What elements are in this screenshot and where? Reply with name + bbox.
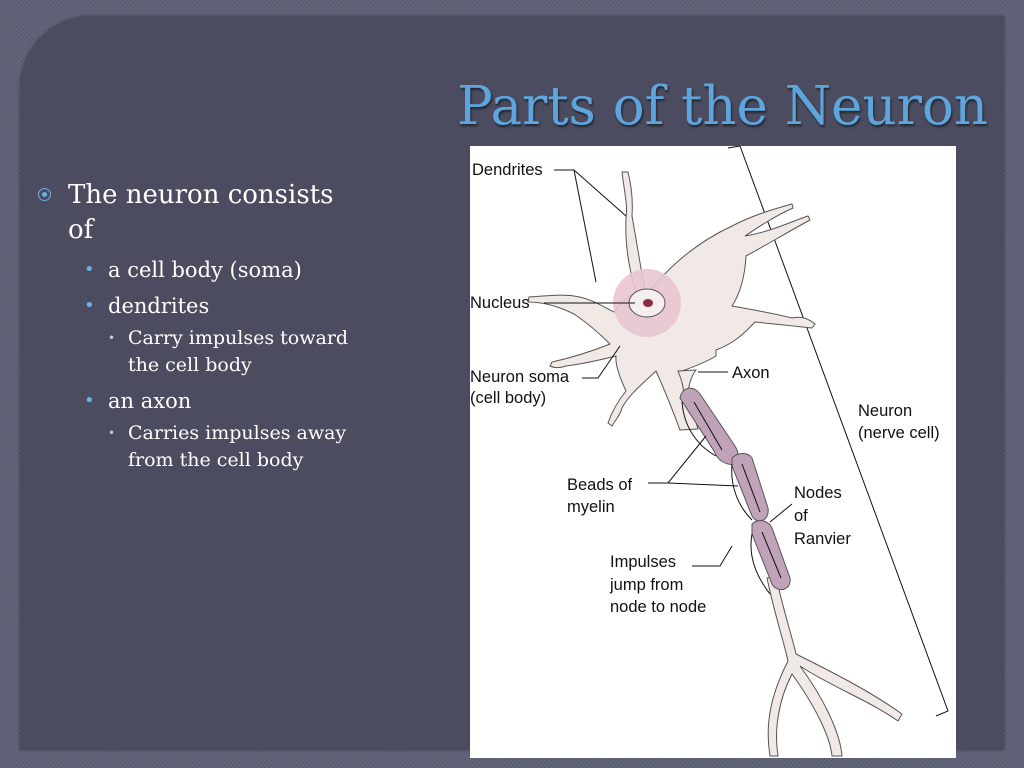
label-beads-line2: myelin (567, 498, 615, 516)
neuron-diagram: Dendrites Nucleus Neuron soma (cell body… (470, 146, 956, 758)
label-soma-line1: Neuron soma (470, 368, 570, 386)
bullet-dendrites-detail-line2: the cell body (128, 354, 252, 376)
label-axon: Axon (732, 364, 770, 382)
myelin-line (761, 531, 782, 579)
axon-terminal (766, 575, 903, 757)
bullet-axon-text: an axon (108, 389, 192, 413)
bullet-list: The neuron consists of • a cell body (so… (38, 178, 428, 474)
bullet-axon: • an axon (38, 387, 428, 415)
bullet-dendrites-detail: • Carry impulses toward the cell body (38, 325, 428, 379)
leader-myelin (667, 482, 739, 487)
label-impulses-line3: node to node (610, 598, 706, 616)
label-soma-line2: (cell body) (470, 389, 546, 407)
slide-title: Parts of the Neuron (457, 76, 988, 137)
impulse-arrow (731, 463, 753, 521)
myelin-sheath (731, 453, 769, 522)
bullet-axon-detail-line1: Carries impulses away (128, 422, 347, 444)
label-nucleus: Nucleus (470, 294, 530, 312)
impulse-arrow (681, 401, 717, 457)
neuron-diagram-svg: Dendrites Nucleus Neuron soma (cell body… (470, 146, 949, 757)
label-nodes-line1: Nodes (794, 484, 842, 502)
dot-bullet-icon: • (84, 259, 95, 280)
bullet-soma: • a cell body (soma) (38, 256, 428, 284)
bullet-axon-detail: • Carries impulses away from the cell bo… (38, 420, 428, 474)
nucleolus (643, 299, 653, 307)
label-beads-line1: Beads of (567, 476, 633, 494)
myelin-line (741, 463, 761, 513)
circle-bullet-icon (38, 188, 51, 201)
neuron-bracket (727, 146, 949, 717)
small-dot-bullet-icon: • (108, 426, 116, 440)
label-nodes-line2: of (794, 507, 808, 525)
bullet-intro-line1: The neuron consists (68, 180, 334, 210)
leader-dendrites (554, 169, 627, 217)
leader-nodes (769, 503, 793, 523)
leader-myelin (648, 435, 707, 484)
bullet-dendrites-detail-line1: Carry impulses toward (128, 327, 349, 349)
label-neuron-line1: Neuron (858, 402, 912, 420)
label-neuron-line2: (nerve cell) (858, 424, 940, 442)
bullet-dendrites-text: dendrites (108, 294, 210, 318)
label-impulses-line2: jump from (609, 576, 683, 594)
leader-impulses (692, 545, 733, 567)
leader-dendrites (573, 169, 597, 283)
impulse-arrow (750, 533, 771, 595)
bullet-soma-text: a cell body (soma) (108, 258, 302, 282)
small-dot-bullet-icon: • (108, 331, 116, 345)
leader-soma (582, 345, 621, 379)
myelin-line (693, 401, 723, 451)
label-impulses-line1: Impulses (610, 553, 676, 571)
label-nodes-line3: Ranvier (794, 530, 851, 548)
bullet-intro-line2: of (68, 215, 94, 245)
bullet-dendrites: • dendrites (38, 292, 428, 320)
label-dendrites: Dendrites (472, 161, 543, 179)
dot-bullet-icon: • (84, 295, 95, 316)
dot-bullet-icon: • (84, 390, 95, 411)
bullet-intro: The neuron consists of (38, 178, 428, 248)
bullet-axon-detail-line2: from the cell body (128, 449, 304, 471)
